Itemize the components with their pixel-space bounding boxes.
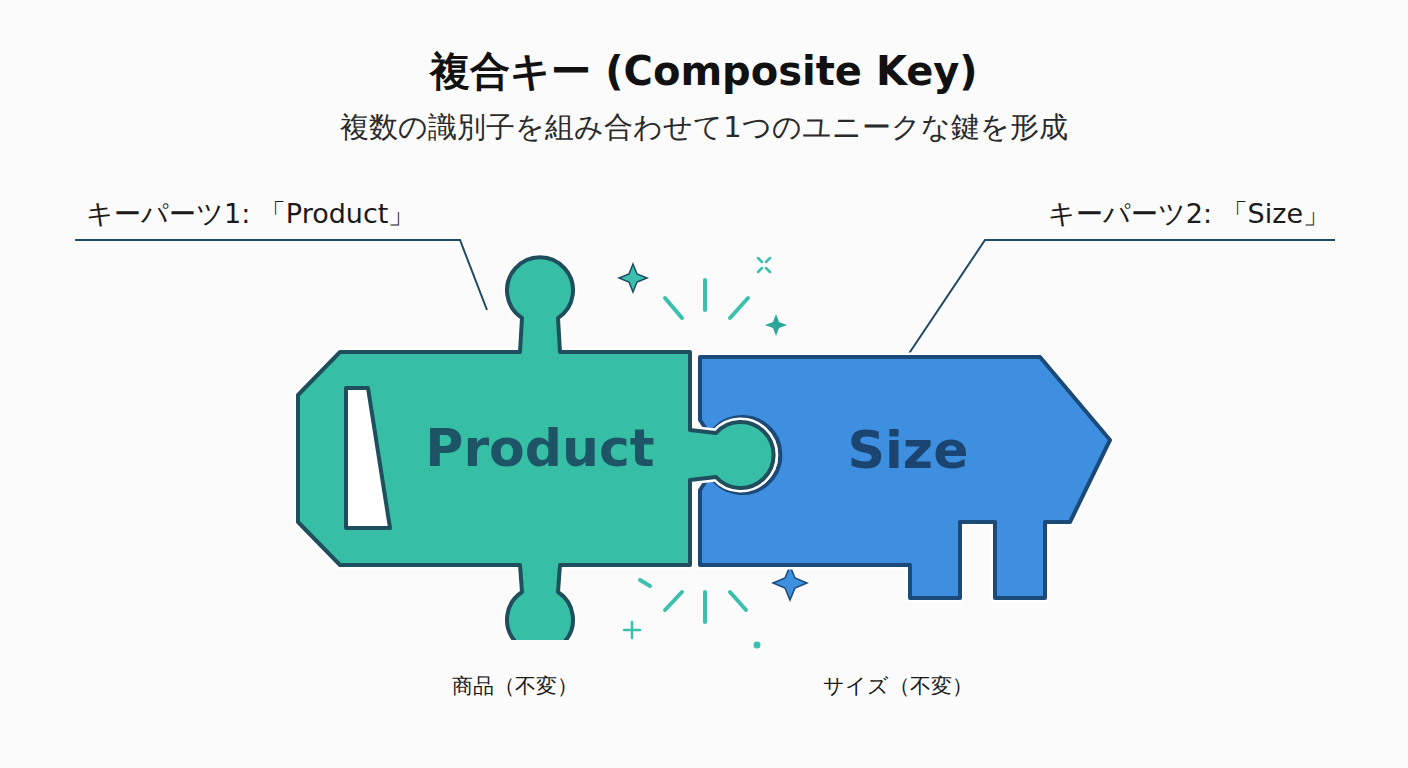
key-outline: [298, 257, 774, 640]
key-part-name: Product: [425, 418, 654, 478]
part-note: サイズ（不変）: [823, 672, 973, 700]
key-part-name: Size: [848, 420, 969, 480]
callout-label: キーパーツ2: 「Size」: [1048, 196, 1330, 232]
key-part-product: Product: [292, 248, 784, 640]
key-outline-gap: [298, 257, 774, 640]
key-outline: [700, 357, 1110, 598]
leader-line: [908, 240, 1335, 355]
part-note: 商品（不変）: [452, 672, 578, 700]
key-hole: [346, 388, 390, 528]
callout-label: キーパーツ1: 「Product」: [86, 196, 415, 232]
leader-line: [75, 240, 487, 310]
diagram-title: 複合キー (Composite Key): [430, 44, 977, 99]
subtitle: 複数の識別子を組み合わせて1つのユニークな鍵を形成: [340, 108, 1067, 148]
key-outline-gap: [700, 357, 1110, 598]
